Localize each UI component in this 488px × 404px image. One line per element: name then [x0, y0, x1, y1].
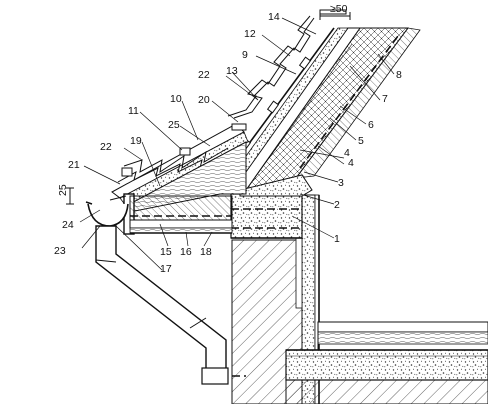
downpipe	[95, 225, 246, 385]
callout-12: 12	[244, 28, 256, 40]
eaves-tiles	[111, 123, 249, 213]
callout-9: 9	[242, 49, 248, 61]
callout-23: 23	[54, 245, 66, 257]
callout-2: 2	[334, 199, 340, 211]
callout-3: 3	[338, 177, 344, 189]
callout-6: 6	[368, 119, 374, 131]
callout-21: 21	[68, 159, 80, 171]
callout-17: 17	[160, 263, 172, 275]
callout-7: 7	[382, 93, 388, 105]
callout-10: 10	[170, 93, 182, 105]
floor-slab	[285, 321, 488, 404]
callout-24: 24	[62, 219, 74, 231]
leader-lines	[79, 17, 395, 271]
callout-20: 20	[198, 94, 210, 106]
dim-overlap: ≥50	[330, 3, 348, 15]
roof-layers	[219, 27, 421, 197]
callout-14: 14	[268, 11, 280, 23]
callout-18: 18	[200, 246, 212, 258]
ring-beam	[230, 193, 303, 239]
callouts: 14 12 9 13 22 10 20 11 25 19 22 21 24 23…	[54, 11, 402, 275]
callout-13: 13	[226, 65, 238, 77]
callout-16: 16	[180, 246, 192, 258]
callout-25: 25	[168, 119, 180, 131]
callout-15: 15	[160, 246, 172, 258]
callout-1: 1	[334, 233, 340, 245]
roof-tiles-steep	[227, 9, 347, 119]
overlap-dimension: ≥50	[319, 3, 351, 20]
dim-gutter-height: 25	[57, 184, 69, 196]
callout-8: 8	[396, 69, 402, 81]
callout-5: 5	[358, 135, 364, 147]
callout-22-lower: 22	[100, 141, 112, 153]
callout-4-lower: 4	[348, 157, 354, 169]
callout-19: 19	[130, 135, 142, 147]
gutter-dimension: 25	[57, 184, 74, 205]
callout-4-upper: 4	[344, 147, 350, 159]
soffit-box	[123, 193, 233, 235]
callout-11: 11	[128, 105, 139, 117]
callout-22-upper: 22	[198, 69, 210, 81]
